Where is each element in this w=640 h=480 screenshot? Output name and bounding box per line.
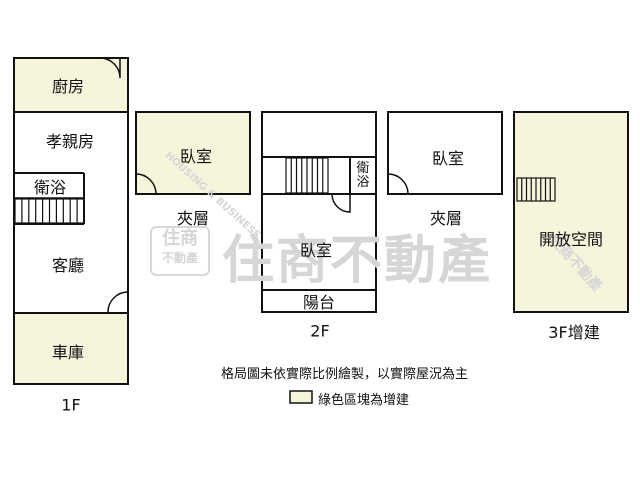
f1-stairs (14, 198, 85, 224)
f2-stairs (285, 157, 329, 194)
mezz-left-outline (135, 111, 251, 195)
mezz-right-bedroom-label: 臥室 (431, 149, 465, 168)
f3-stairs (516, 177, 556, 202)
watermark-main-text: 住商不動產 (222, 231, 493, 291)
watermark-logo-top: 住商 (162, 228, 198, 249)
mezz-right-outline (387, 111, 503, 195)
kitchen-label: 廚房 (51, 77, 85, 96)
legend-text: 綠色區塊為增建 (318, 393, 410, 408)
f2-bedroom-label: 臥室 (299, 241, 333, 260)
f2-bath-door-swing (331, 193, 351, 213)
garage-label: 車庫 (51, 343, 85, 362)
floor-3f-outline (513, 111, 629, 313)
living-room-label: 客廳 (51, 256, 85, 275)
mezz-left-door-swing (135, 173, 157, 195)
balcony-label: 陽台 (302, 293, 336, 312)
floor-3f-caption: 3F增建 (548, 323, 600, 342)
open-space-label: 開放空間 (538, 230, 604, 249)
living-door-swing (107, 291, 129, 313)
legend-swatch (289, 390, 313, 404)
mezz-right-caption: 夾層 (429, 209, 463, 228)
garage-addition-area (15, 314, 127, 383)
floor-1f-caption: 1F (61, 395, 81, 415)
mezz-left-caption: 夾層 (176, 209, 210, 228)
scale-disclaimer: 格局圖未依實際比例繪製，以實際屋況為主 (221, 367, 469, 382)
f3-addition-area (515, 113, 627, 311)
f1-bathroom-label: 衛浴 (33, 178, 67, 197)
kitchen-addition-area (15, 59, 127, 111)
floor-2f-caption: 2F (310, 321, 330, 341)
floor-1f-outline-stroke (13, 57, 129, 385)
mezz-right-door-swing (387, 173, 409, 195)
parents-room-label: 孝親房 (45, 132, 95, 151)
mezz-left-addition-area (137, 113, 249, 193)
f2-bathroom-label: 衛浴 (356, 161, 370, 190)
watermark-logo-bottom: 不動產 (161, 251, 198, 265)
floor-2f-outline (261, 111, 377, 313)
watermark-logo: 住商 不動產 (150, 226, 210, 276)
mezz-left-bedroom-label: 臥室 (179, 147, 213, 166)
kitchen-door-swing (99, 57, 121, 79)
